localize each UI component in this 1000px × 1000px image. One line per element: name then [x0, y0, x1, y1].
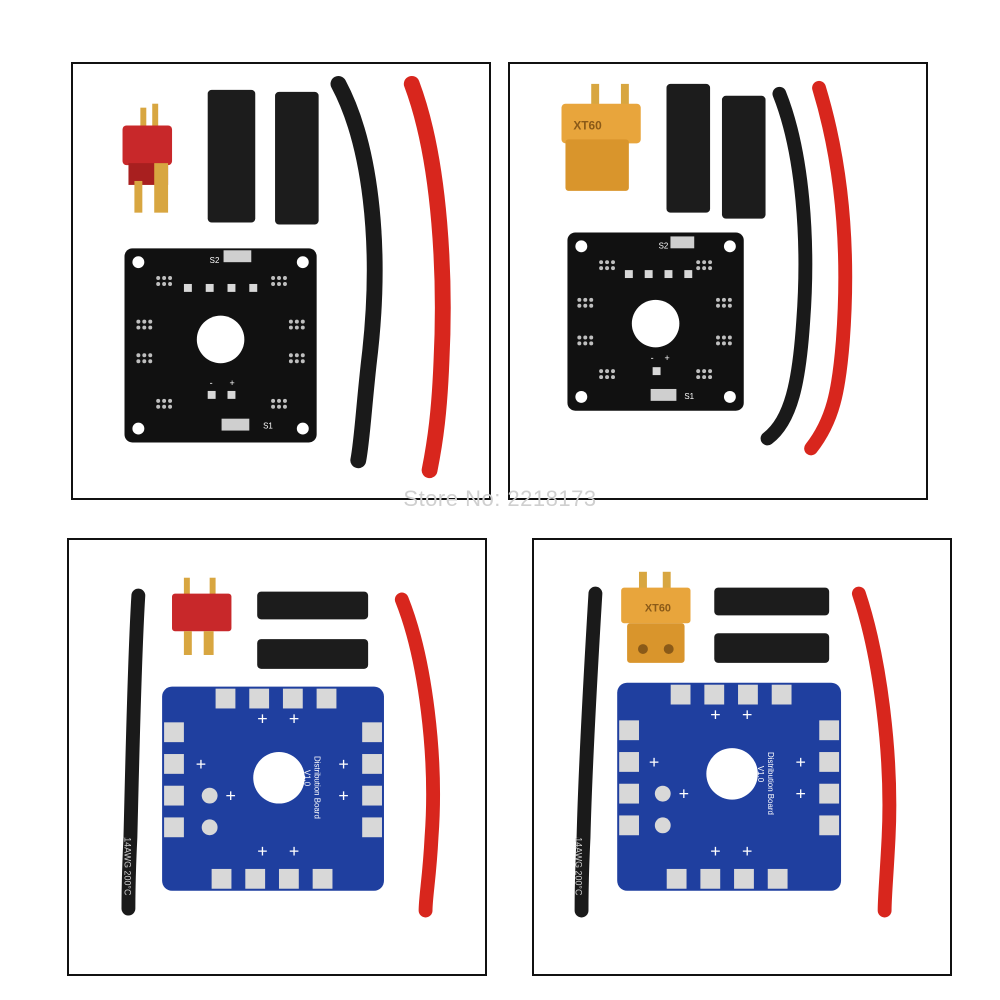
t-plug-connector — [122, 103, 173, 213]
heat-shrink-tube — [721, 95, 766, 219]
board-version: V1.0 — [303, 770, 312, 787]
svg-text:+: + — [257, 841, 267, 861]
photo-1: S2 S1 + - — [122, 75, 451, 479]
black-wire — [330, 75, 383, 469]
wire-print: 14AWG 200°C — [574, 837, 584, 896]
blue-distribution-board: + + + + + + + + Distribution Board V1.0 — [617, 682, 842, 891]
svg-text:+: + — [710, 841, 720, 861]
svg-text:+: + — [649, 752, 659, 772]
svg-text:+: + — [225, 786, 235, 806]
photo-3: 14AWG 200°C + + + + + — [121, 577, 440, 918]
blue-distribution-board: + + + + + + + + Distribution Board V1.0 — [162, 686, 384, 891]
heat-shrink-tube — [257, 639, 369, 669]
black-wire — [760, 86, 813, 446]
red-wire — [403, 75, 451, 479]
black-wire — [574, 586, 603, 918]
svg-text:+: + — [742, 704, 752, 724]
plus-label: + — [229, 378, 234, 388]
svg-text:+: + — [710, 704, 720, 724]
minus-label: - — [210, 378, 213, 388]
switch-label-s1: S1 — [684, 392, 694, 401]
heat-shrink-tube — [714, 587, 830, 616]
photo-4: 14AWG 200°C XT60 + + + — [574, 571, 897, 918]
minus-label: - — [651, 353, 654, 363]
xt60-label: XT60 — [573, 118, 602, 132]
xt60-label: XT60 — [645, 602, 671, 614]
heat-shrink-tube — [666, 83, 711, 213]
svg-text:+: + — [679, 784, 689, 804]
svg-text:+: + — [795, 784, 805, 804]
svg-text:+: + — [289, 708, 299, 728]
xt60-connector: XT60 — [621, 571, 691, 663]
product-photo-deans-black-board: S2 S1 + - — [71, 62, 491, 500]
heat-shrink-tube — [275, 91, 319, 225]
red-wire — [851, 586, 897, 918]
heat-shrink-tube — [714, 633, 830, 663]
black-power-board: S2 S1 + - — [124, 248, 317, 443]
board-name: Distribution Board — [313, 756, 322, 819]
svg-text:+: + — [196, 754, 206, 774]
black-power-board: S2 S1 - + — [567, 232, 744, 411]
switch-label-s1: S1 — [263, 422, 273, 431]
plus-label: + — [665, 353, 670, 363]
svg-text:+: + — [338, 786, 348, 806]
switch-label-s2: S2 — [659, 241, 669, 250]
svg-text:+: + — [338, 754, 348, 774]
switch-label-s2: S2 — [210, 256, 220, 265]
board-version: V1.0 — [756, 766, 765, 783]
svg-text:+: + — [795, 752, 805, 772]
photo-2: XT60 — [561, 80, 853, 456]
heat-shrink-tube — [257, 591, 369, 620]
store-watermark: Store No: 2218173 — [403, 486, 597, 511]
red-wire — [804, 80, 853, 456]
product-photo-xt60-black-board: XT60 — [508, 62, 928, 500]
xt60-connector: XT60 — [561, 83, 641, 191]
black-wire — [121, 588, 146, 916]
wire-print: 14AWG 200°C — [122, 837, 132, 896]
red-wire — [394, 592, 440, 918]
t-plug-connector — [172, 577, 232, 655]
svg-text:+: + — [257, 708, 267, 728]
board-name: Distribution Board — [766, 752, 775, 815]
svg-text:+: + — [742, 841, 752, 861]
product-photo-xt60-blue-board: 14AWG 200°C XT60 + + + — [532, 538, 952, 976]
heat-shrink-tube — [207, 89, 256, 223]
svg-text:+: + — [289, 841, 299, 861]
product-photo-deans-blue-board: 14AWG 200°C + + + + + — [67, 538, 487, 976]
